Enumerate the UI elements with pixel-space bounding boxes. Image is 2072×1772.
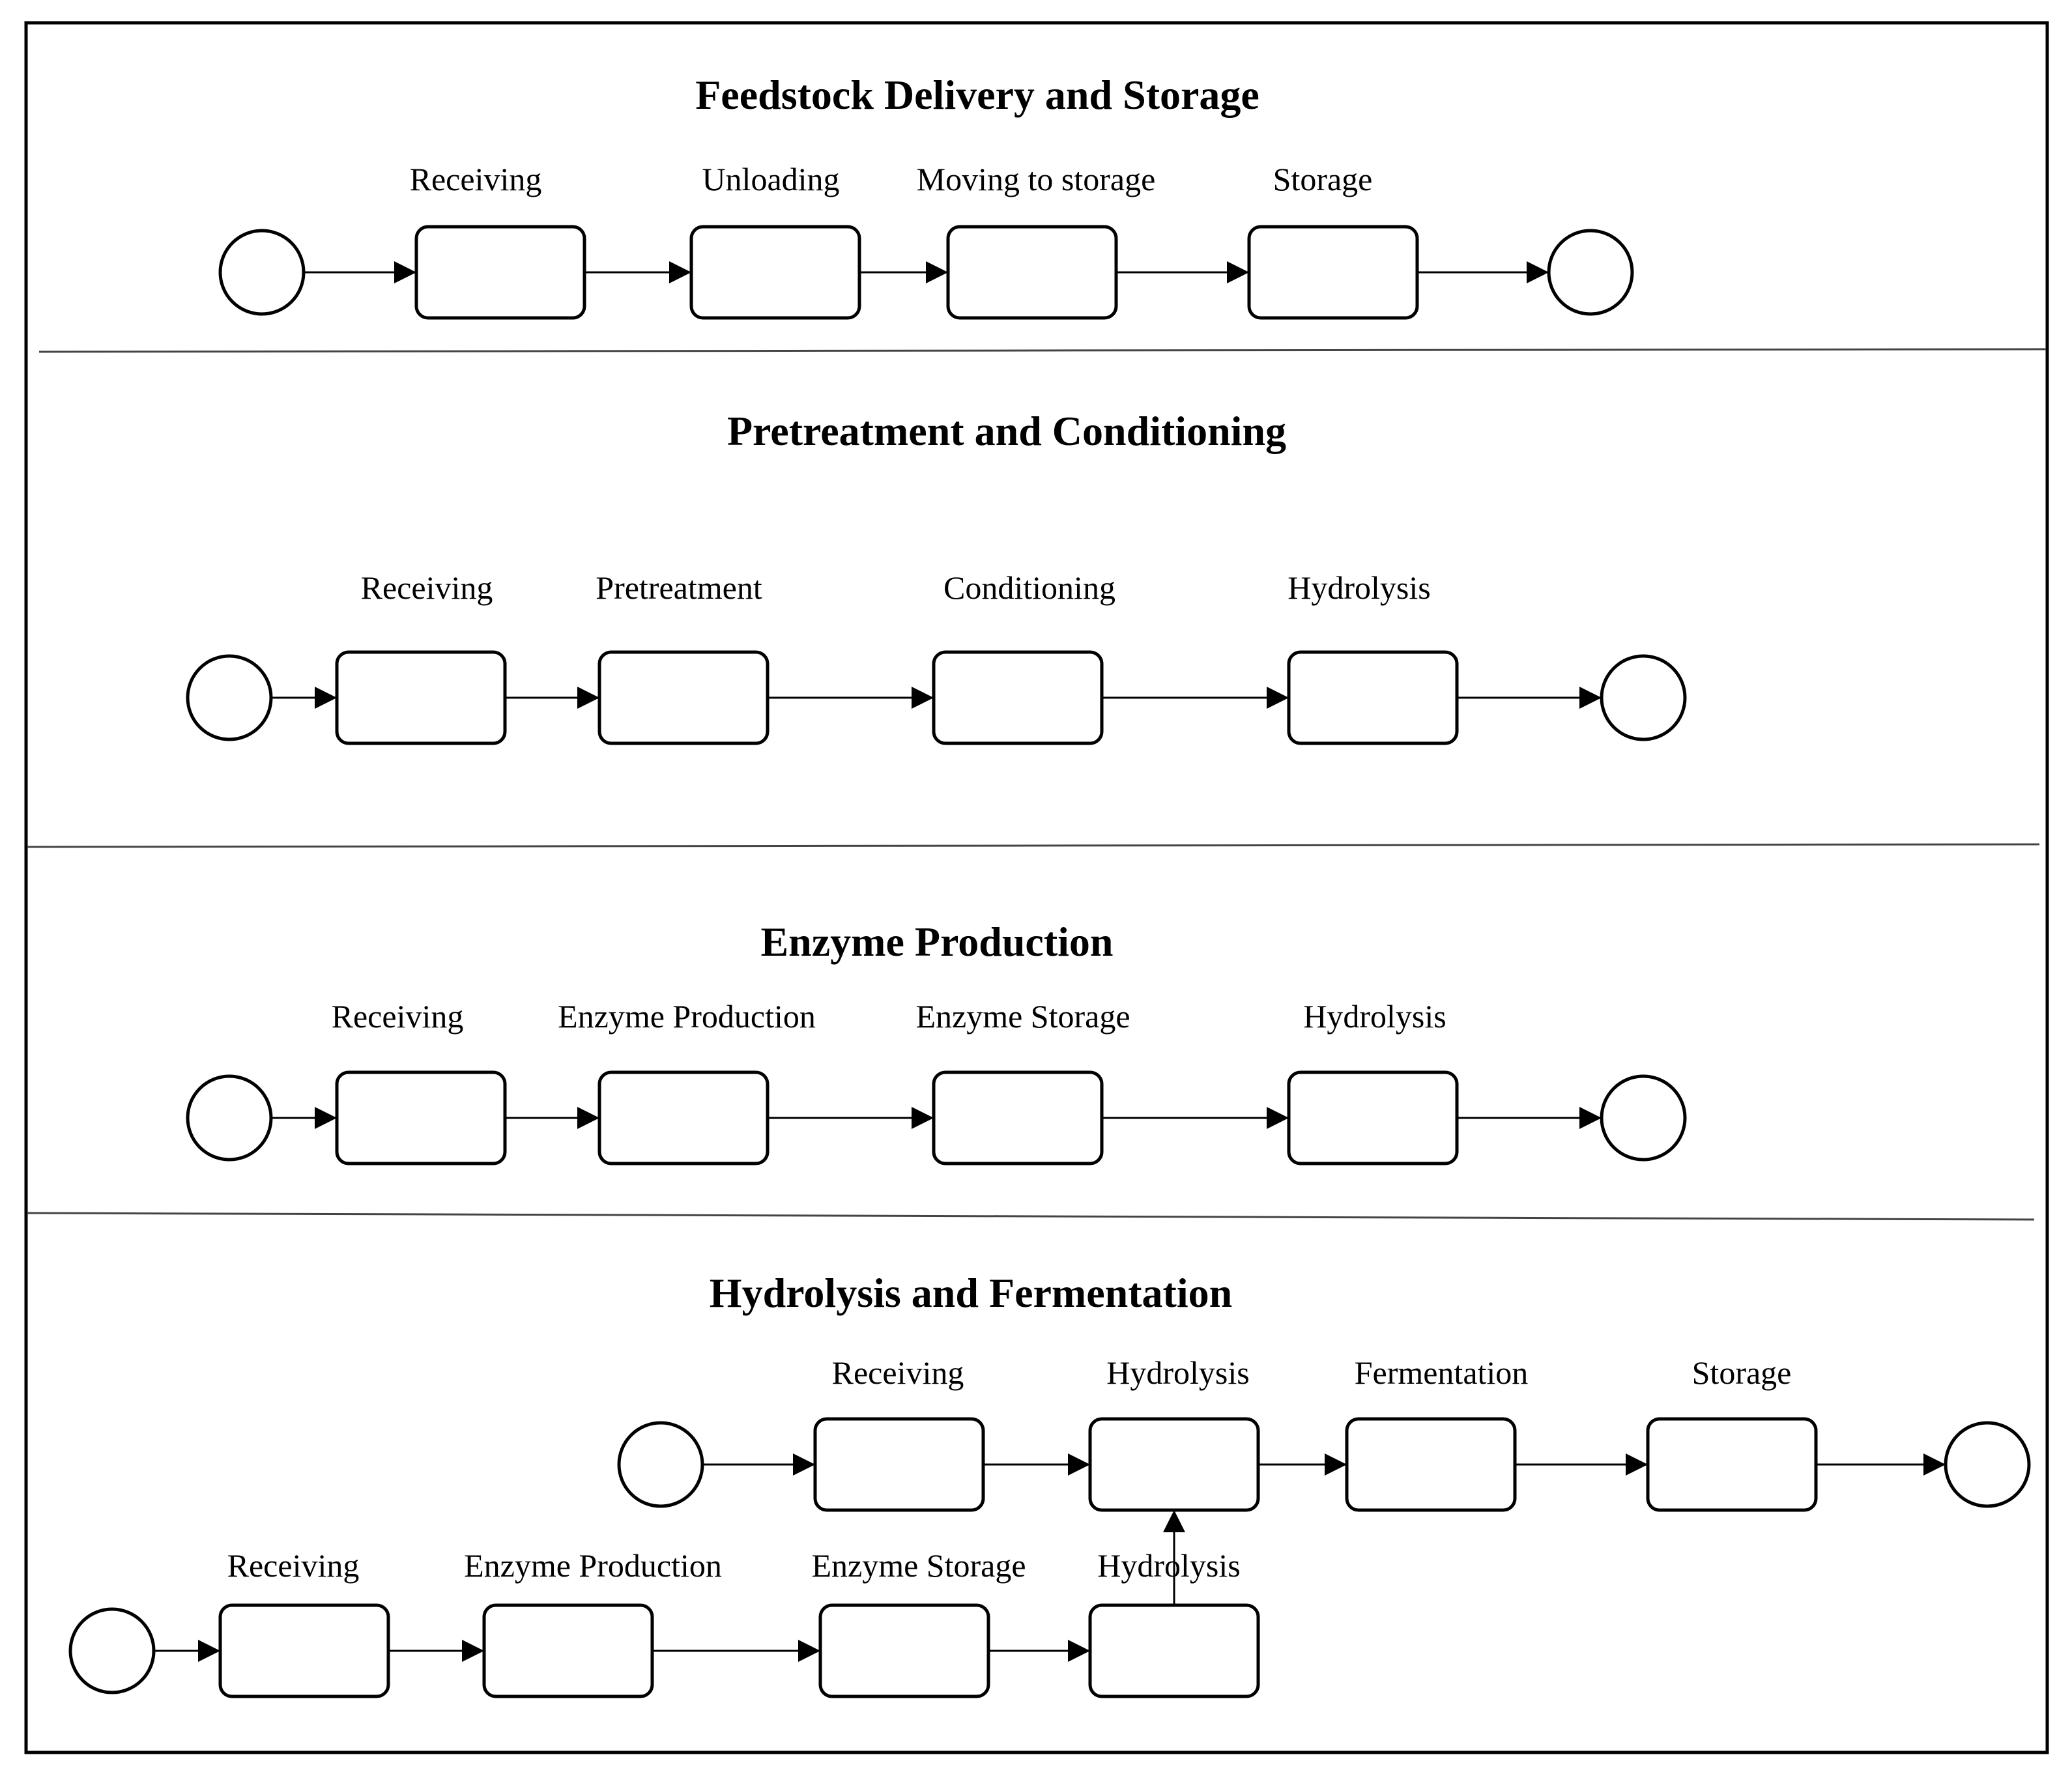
lane-divider [27, 1212, 2035, 1221]
start-event [68, 1607, 156, 1694]
lane-title: Hydrolysis and Fermentation [710, 1270, 1232, 1316]
process-step-box [597, 1070, 770, 1165]
process-step-label: Hydrolysis [1288, 569, 1430, 606]
process-step-box [218, 1603, 390, 1698]
process-step-label: Fermentation [1355, 1354, 1529, 1391]
lane-title: Pretreatment and Conditioning [727, 408, 1286, 454]
end-event [1600, 654, 1687, 741]
end-event [1600, 1074, 1687, 1162]
process-step-label: Receiving [227, 1547, 360, 1584]
start-event [218, 229, 306, 316]
process-step-box [482, 1603, 654, 1698]
process-step-label: Hydrolysis [1303, 998, 1446, 1035]
process-step-box [597, 650, 770, 745]
lane-divider [38, 348, 2047, 353]
lane-divider [27, 843, 2040, 848]
process-step-label: Receiving [832, 1354, 964, 1391]
end-event [1944, 1421, 2031, 1508]
process-step-box [335, 650, 507, 745]
lane-enzyme-production: Enzyme Production [760, 919, 1113, 965]
process-step-box [818, 1603, 990, 1698]
process-step-label: Hydrolysis [1097, 1547, 1240, 1584]
process-step-label: Storage [1692, 1354, 1792, 1391]
process-step-label: Storage [1273, 161, 1373, 197]
lane-title: Feedstock Delivery and Storage [695, 72, 1259, 118]
process-step-label: Pretreatment [596, 569, 762, 606]
end-event [1547, 229, 1634, 316]
process-step-box [414, 225, 586, 320]
process-step-label: Enzyme Storage [811, 1547, 1026, 1584]
process-step-label: Unloading [702, 161, 839, 197]
process-step-box [932, 650, 1104, 745]
process-step-box [1088, 1603, 1260, 1698]
process-step-box [335, 1070, 507, 1165]
start-event [617, 1421, 704, 1508]
process-step-label: Conditioning [943, 569, 1115, 606]
process-step-box [813, 1417, 985, 1512]
process-step-box [1247, 225, 1419, 320]
start-event [186, 1074, 273, 1162]
process-step-box [689, 225, 861, 320]
lane-title: Enzyme Production [760, 919, 1113, 965]
start-event [186, 654, 273, 741]
process-step-label: Enzyme Storage [915, 998, 1130, 1035]
lane-feedstock-delivery: Feedstock Delivery and Storage [695, 72, 1259, 118]
diagram-frame [24, 21, 2049, 1754]
process-step-label: Moving to storage [917, 161, 1156, 197]
process-step-label: Receiving [410, 161, 542, 197]
process-step-label: Enzyme Production [558, 998, 816, 1035]
lane-hydrolysis-fermentation: Hydrolysis and Fermentation [710, 1270, 1232, 1316]
process-step-box [1287, 650, 1459, 745]
process-step-box [1646, 1417, 1818, 1512]
process-step-label: Receiving [332, 998, 464, 1035]
process-step-box [1345, 1417, 1517, 1512]
process-step-label: Hydrolysis [1106, 1354, 1249, 1391]
process-step-box [1287, 1070, 1459, 1165]
process-step-label: Receiving [361, 569, 493, 606]
process-step-box [1088, 1417, 1260, 1512]
process-step-box [946, 225, 1118, 320]
lane-pretreatment: Pretreatment and Conditioning [727, 408, 1286, 454]
process-step-label: Enzyme Production [464, 1547, 722, 1584]
process-step-box [932, 1070, 1104, 1165]
